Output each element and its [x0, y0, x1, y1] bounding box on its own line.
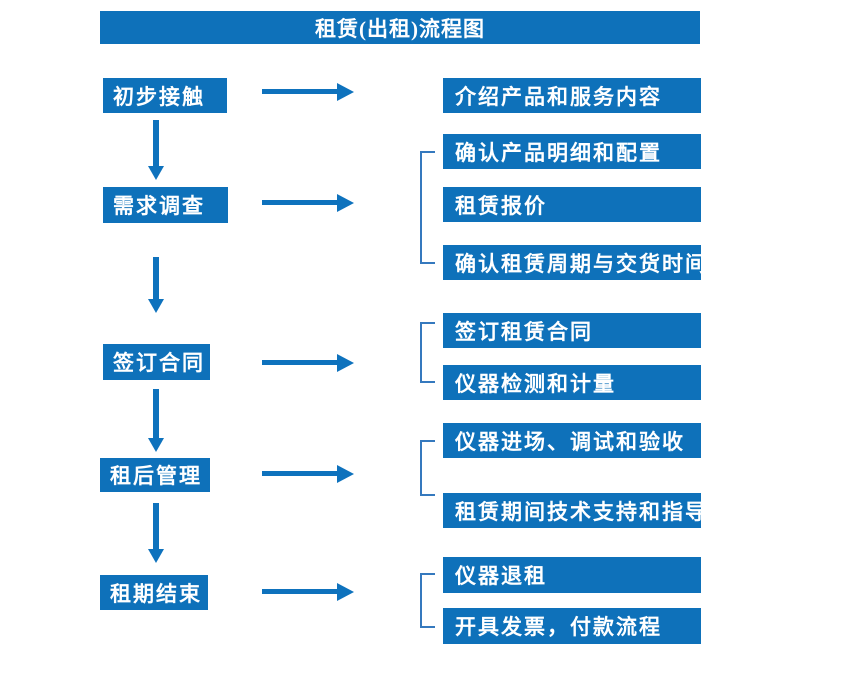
- group-bracket-post-rental: [420, 440, 435, 496]
- group-bracket-sign-contract: [420, 322, 435, 383]
- arrow-head: [337, 83, 354, 101]
- detail-label: 签订租赁合同: [455, 319, 593, 344]
- detail-box-invoice-payment: 开具发票，付款流程: [443, 608, 701, 644]
- detail-box-instrument-return: 仪器退租: [443, 557, 701, 593]
- arrow-shaft: [153, 120, 159, 167]
- right-arrow-5: [262, 583, 354, 601]
- detail-label: 仪器退租: [455, 564, 547, 588]
- detail-box-confirm-product-details: 确认产品明细和配置: [443, 134, 701, 169]
- stage-box-initial-contact: 初步接触: [103, 78, 227, 113]
- arrow-head: [148, 438, 164, 452]
- detail-box-introduce-products: 介绍产品和服务内容: [443, 78, 701, 113]
- detail-label: 仪器检测和计量: [455, 371, 616, 396]
- title-banner: 租赁(出租)流程图: [100, 11, 700, 44]
- group-bracket-rental-end: [420, 573, 435, 628]
- arrow-shaft: [153, 389, 159, 439]
- stage-label: 签订合同: [113, 351, 205, 375]
- down-arrow-1: [148, 120, 164, 180]
- arrow-shaft: [262, 200, 339, 205]
- detail-box-confirm-rental-period: 确认租赁周期与交货时间: [443, 245, 706, 280]
- down-arrow-4: [148, 503, 164, 563]
- stage-label: 初步接触: [113, 84, 205, 109]
- detail-box-instrument-setup-acceptance: 仪器进场、调试和验收: [443, 423, 701, 458]
- detail-label: 租赁报价: [455, 193, 547, 218]
- arrow-head: [148, 299, 164, 313]
- arrow-shaft: [262, 589, 339, 594]
- stage-label: 需求调查: [113, 194, 205, 218]
- arrow-head: [148, 549, 164, 563]
- stage-box-post-rental-management: 租后管理: [100, 458, 210, 492]
- stage-label: 租后管理: [110, 464, 202, 488]
- arrow-shaft: [262, 89, 339, 94]
- stage-box-rental-end: 租期结束: [100, 575, 208, 610]
- group-bracket-demand-survey: [420, 151, 435, 264]
- detail-box-rental-quote: 租赁报价: [443, 187, 701, 222]
- flowchart-title: 租赁(出租)流程图: [315, 16, 485, 41]
- right-arrow-4: [262, 465, 354, 483]
- arrow-shaft: [153, 503, 159, 550]
- down-arrow-2: [148, 257, 164, 313]
- right-arrow-1: [262, 83, 354, 101]
- detail-label: 开具发票，付款流程: [455, 615, 662, 639]
- arrow-shaft: [153, 257, 159, 300]
- right-arrow-3: [262, 354, 354, 372]
- stage-label: 租期结束: [110, 581, 202, 606]
- arrow-head: [337, 583, 354, 601]
- detail-box-instrument-inspection: 仪器检测和计量: [443, 365, 701, 400]
- arrow-head: [337, 354, 354, 372]
- detail-label: 租赁期间技术支持和指导: [455, 499, 708, 524]
- arrow-shaft: [262, 360, 339, 365]
- right-arrow-2: [262, 194, 354, 212]
- detail-box-tech-support: 租赁期间技术支持和指导: [443, 493, 706, 528]
- arrow-shaft: [262, 471, 339, 476]
- detail-box-sign-rental-contract: 签订租赁合同: [443, 313, 701, 348]
- detail-label: 确认产品明细和配置: [455, 140, 662, 165]
- detail-label: 介绍产品和服务内容: [455, 84, 662, 109]
- arrow-head: [337, 194, 354, 212]
- detail-label: 确认租赁周期与交货时间: [455, 251, 708, 276]
- detail-label: 仪器进场、调试和验收: [455, 429, 685, 454]
- stage-box-demand-survey: 需求调查: [103, 187, 228, 223]
- down-arrow-3: [148, 389, 164, 452]
- stage-box-sign-contract: 签订合同: [103, 344, 210, 380]
- arrow-head: [148, 166, 164, 180]
- arrow-head: [337, 465, 354, 483]
